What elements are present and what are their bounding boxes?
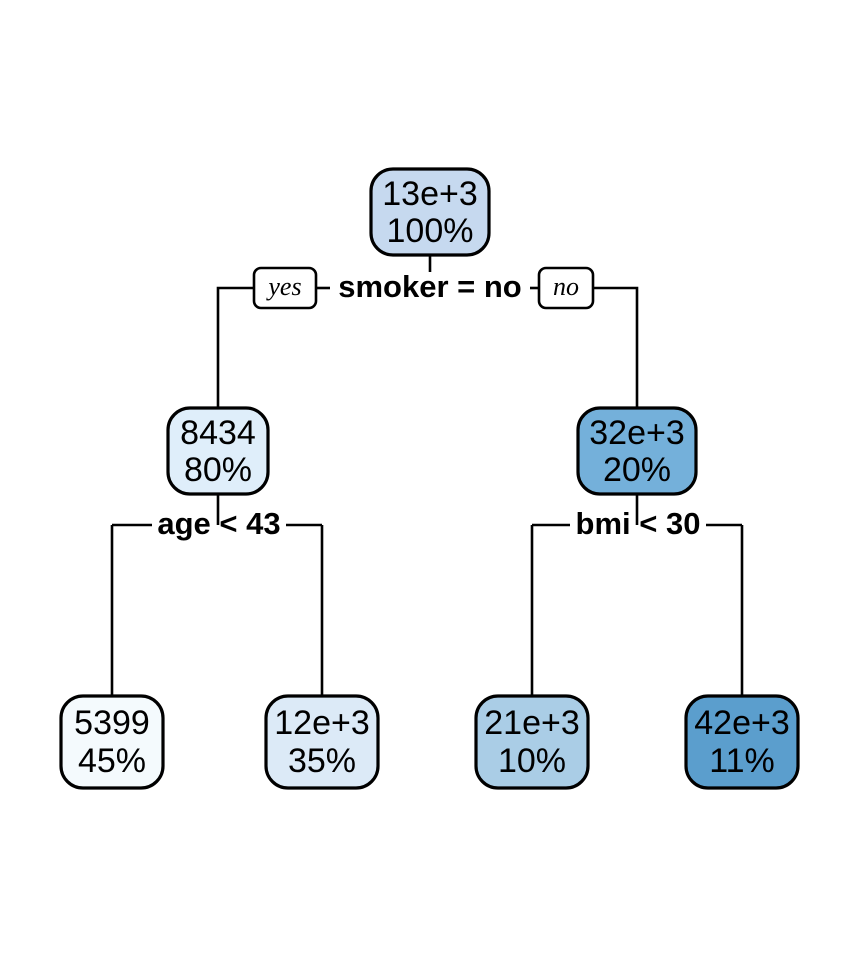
branch-yes-box[interactable]	[252, 266, 318, 310]
split-label-root-group: smoker = no	[338, 269, 522, 304]
tree-leaf-1[interactable]: 5399 45%	[59, 694, 165, 790]
node-left-value: 8434	[180, 414, 256, 452]
node-left-percent: 80%	[184, 451, 252, 489]
branch-no-text: no	[553, 272, 579, 301]
leaf1-box[interactable]	[59, 694, 165, 790]
branch-label-yes[interactable]: yes	[252, 266, 318, 310]
node-root-box[interactable]	[369, 167, 491, 257]
leaf2-box[interactable]	[264, 694, 380, 790]
tree-leaf-4[interactable]: 42e+3 11%	[684, 694, 800, 790]
branch-yes-text: yes	[265, 272, 301, 301]
split-label-root: smoker = no	[338, 269, 522, 304]
tree-node-root[interactable]: 13e+3 100%	[369, 167, 491, 257]
tree-leaf-2[interactable]: 12e+3 35%	[264, 694, 380, 790]
edge-group-root	[216, 255, 639, 408]
leaf4-box[interactable]	[684, 694, 800, 790]
leaf1-value: 5399	[74, 704, 150, 742]
branch-no-box[interactable]	[537, 266, 595, 310]
node-left-box[interactable]	[166, 406, 270, 496]
node-right-value: 32e+3	[589, 414, 685, 452]
edge-group-right-subtree	[530, 494, 744, 696]
tree-node-left[interactable]: 8434 80%	[166, 406, 270, 496]
node-right-percent: 20%	[603, 451, 671, 489]
leaf3-percent: 10%	[498, 742, 566, 780]
leaf2-value: 12e+3	[274, 704, 370, 742]
node-right-box[interactable]	[576, 406, 698, 496]
edge-group-left-subtree	[110, 494, 324, 696]
tree-node-right[interactable]: 32e+3 20%	[576, 406, 698, 496]
edge-root-to-left	[216, 286, 256, 408]
leaf2-percent: 35%	[288, 742, 356, 780]
leaf3-value: 21e+3	[484, 704, 580, 742]
edge-root-to-right	[592, 286, 639, 408]
branch-label-no[interactable]: no	[537, 266, 595, 310]
leaf4-percent: 11%	[709, 742, 775, 780]
split-label-left: age < 43	[157, 506, 280, 541]
tree-leaf-3[interactable]: 21e+3 10%	[474, 694, 590, 790]
leaf1-percent: 45%	[78, 742, 146, 780]
node-root-percent: 100%	[387, 212, 474, 250]
leaf4-value: 42e+3	[694, 704, 790, 742]
split-label-right: bmi < 30	[576, 506, 701, 541]
node-root-value: 13e+3	[382, 175, 478, 213]
leaf3-box[interactable]	[474, 694, 590, 790]
